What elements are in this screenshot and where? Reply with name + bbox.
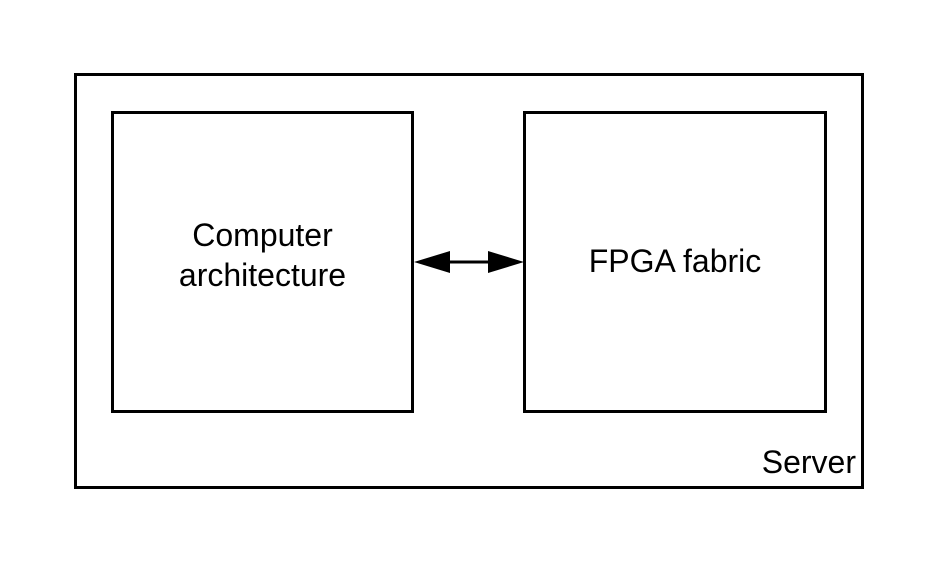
server-label: Server <box>761 444 856 480</box>
computer-architecture-label-line2: architecture <box>178 257 347 293</box>
computer-architecture-label-line1: Computer <box>192 217 333 253</box>
arrow-head-left <box>414 251 450 273</box>
computer-architecture-node <box>111 111 414 413</box>
arrow-head-right <box>488 251 524 273</box>
computer-architecture-label: Computer architecture <box>111 215 414 295</box>
fpga-fabric-node <box>523 111 827 413</box>
bidirectional-arrow <box>414 251 524 273</box>
fpga-fabric-label: FPGA fabric <box>588 243 762 279</box>
